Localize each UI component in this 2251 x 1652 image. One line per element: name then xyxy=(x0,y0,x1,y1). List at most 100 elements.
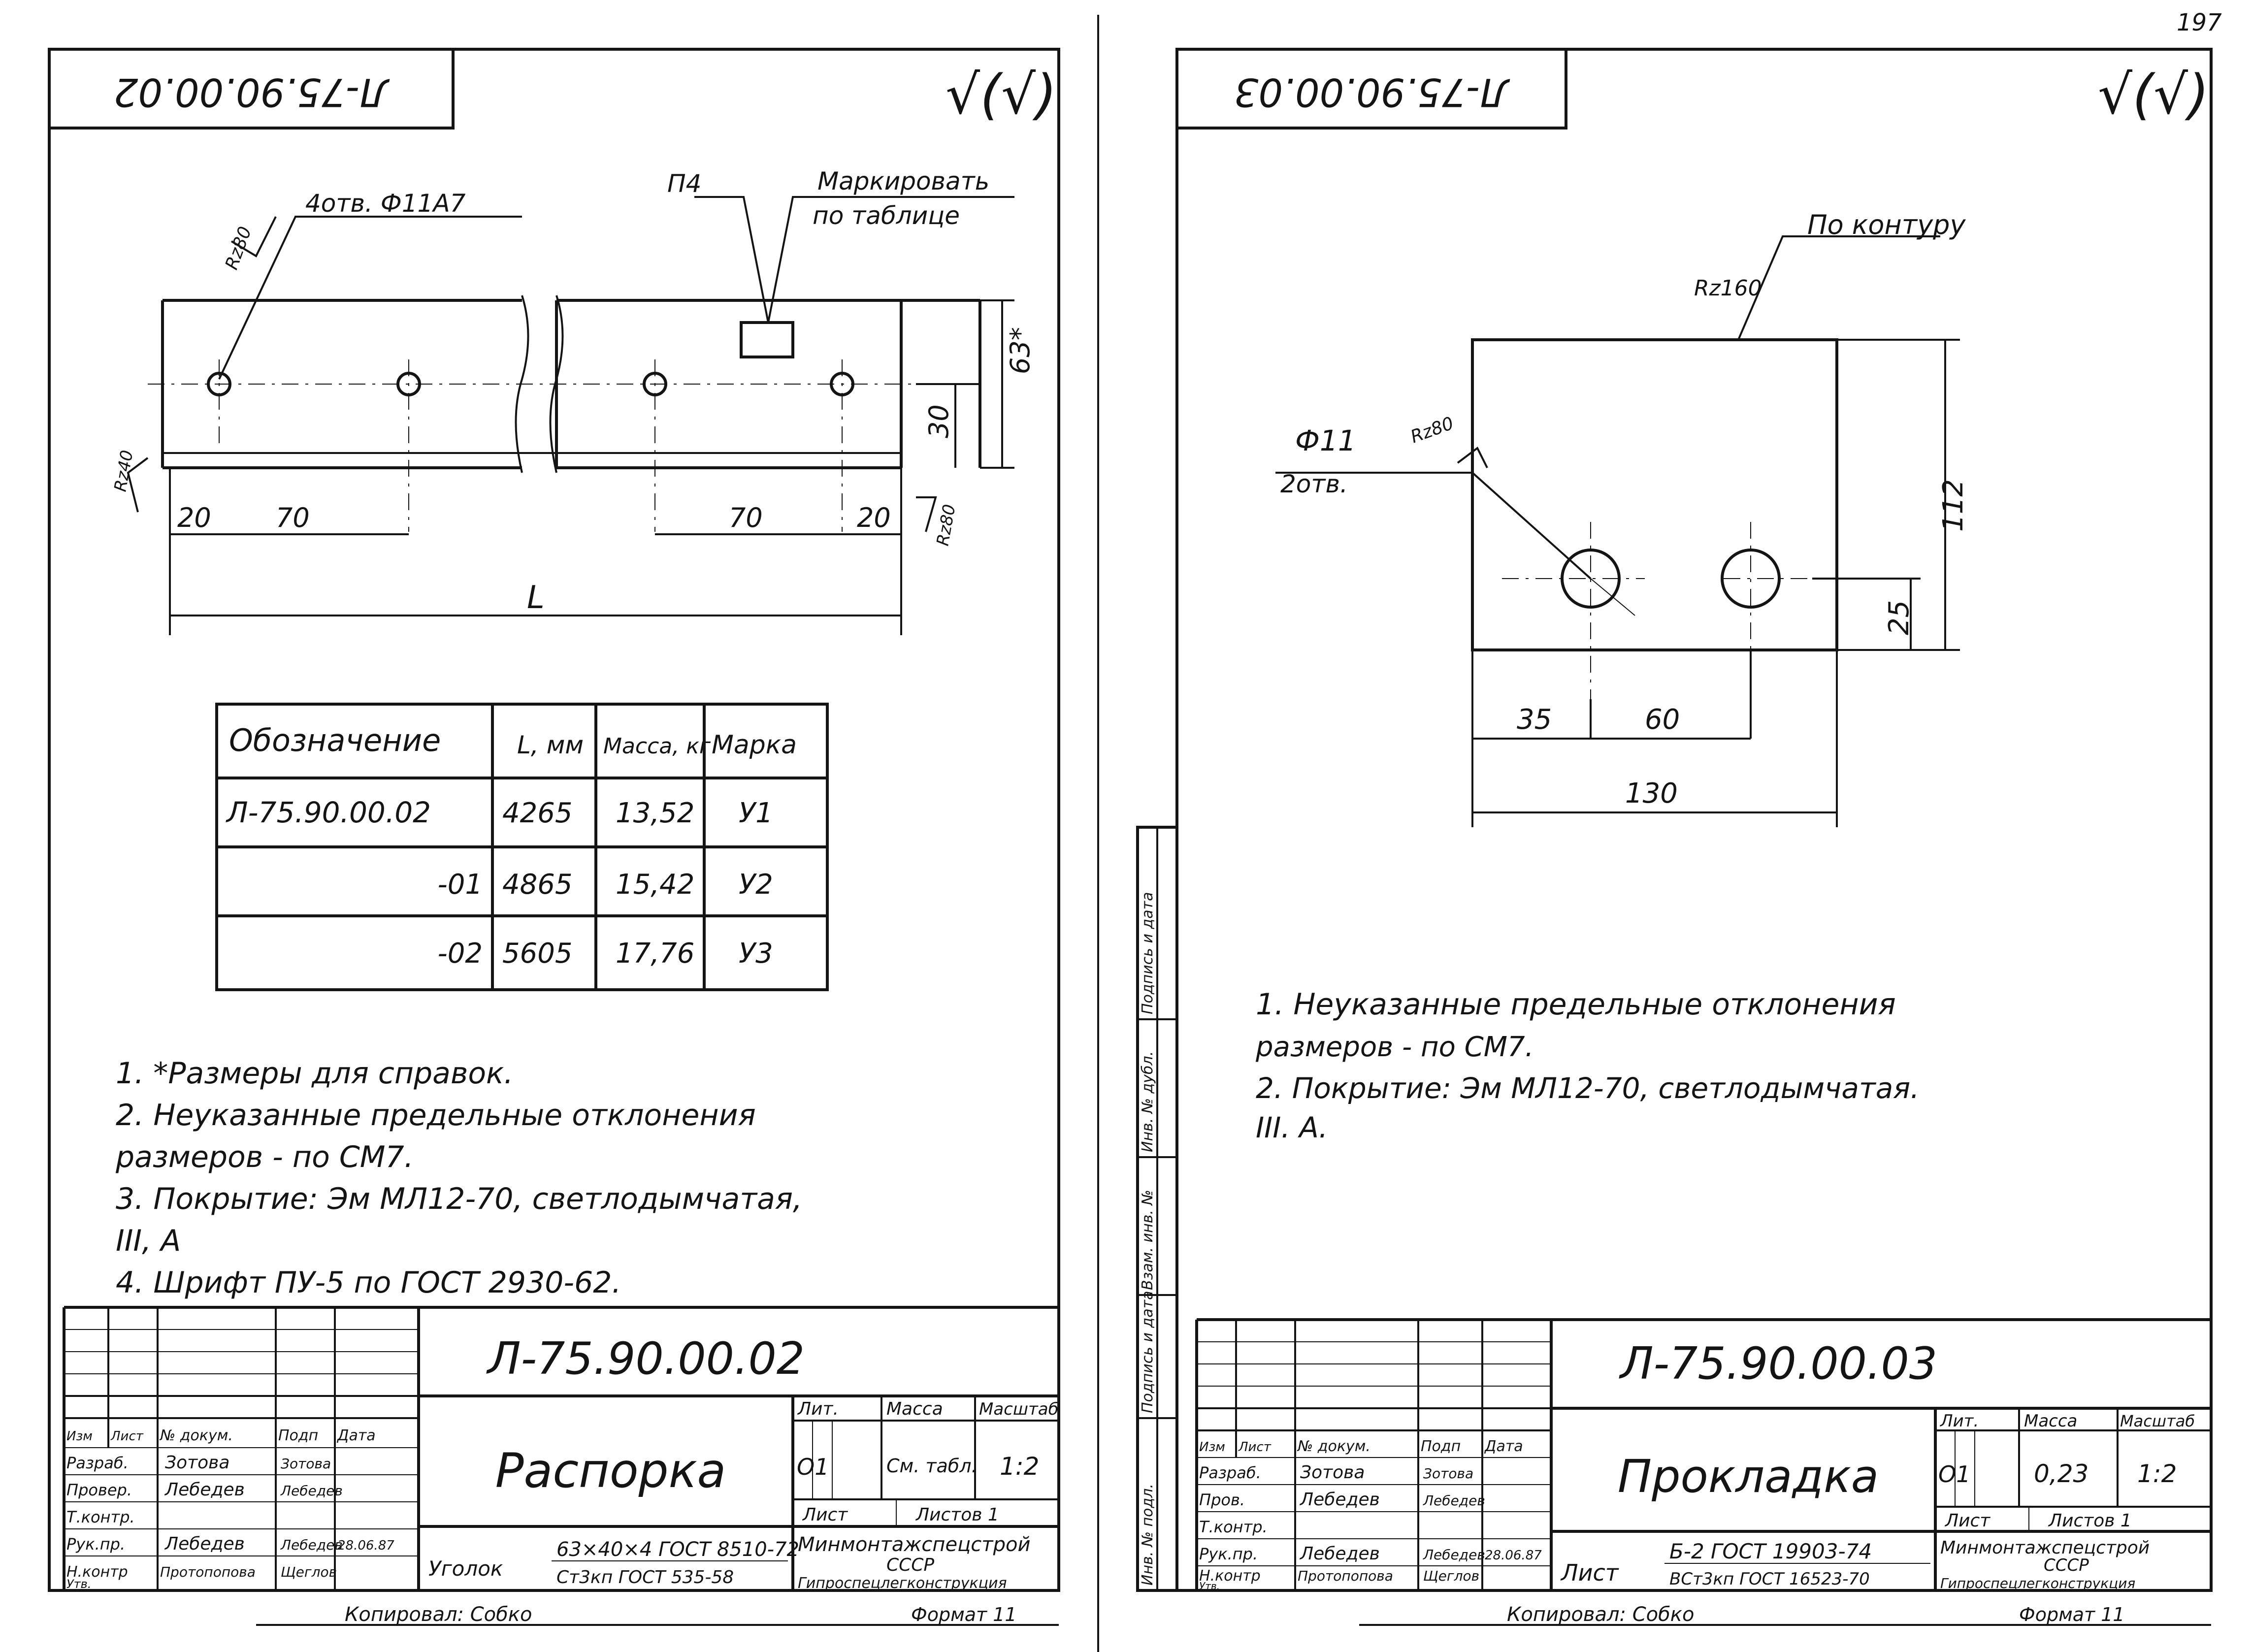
table-row-3-mark: У3 xyxy=(739,938,773,970)
right-tb-h-date: Дата xyxy=(1484,1438,1523,1455)
left-note-2b: размеров - по СМ7. xyxy=(115,1140,414,1174)
right-tb-role-1: Разраб. xyxy=(1199,1463,1261,1482)
left-tb-person-1: Зотова xyxy=(165,1453,229,1473)
right-side-strip xyxy=(1136,826,1178,1592)
right-tb-h-list: Лист xyxy=(1238,1440,1272,1455)
left-tb-scale-label: Масштаб xyxy=(979,1399,1059,1419)
right-tb-h-izm: Изм xyxy=(1199,1440,1225,1455)
right-callout-contour: По контуру xyxy=(1807,209,1966,240)
left-dim-70b: 70 xyxy=(729,502,763,533)
table-header-mass: Масса, кг xyxy=(603,734,711,759)
left-tb-material-bottom: Ст3кп ГОСТ 535-58 xyxy=(556,1567,734,1587)
right-tb-person-1: Зотова xyxy=(1300,1462,1365,1483)
left-frame xyxy=(48,48,1060,1592)
left-dim-rz40: Rz40 xyxy=(110,449,137,493)
right-title-block xyxy=(1195,1318,2211,1590)
left-tb-h-date: Дата xyxy=(336,1427,376,1444)
left-dim-63: 63* xyxy=(1005,327,1036,374)
right-tb-material-bottom: ВСт3кп ГОСТ 16523-70 xyxy=(1669,1569,1870,1589)
right-note-1b: размеров - по СМ7. xyxy=(1255,1031,1533,1063)
left-tb-h-list: Лист xyxy=(110,1429,144,1444)
left-tb-lit-value: О1 xyxy=(797,1454,829,1480)
left-tb-name: Распорка xyxy=(495,1443,726,1498)
right-sheet: Л-75.90.00.03 √(√) Подпись и дата Инв. №… xyxy=(1136,48,2213,1626)
table-row-2-mark: У2 xyxy=(739,869,773,901)
table-row-3-mass: 17,76 xyxy=(616,938,694,970)
right-tb-h-doc: № докум. xyxy=(1297,1438,1370,1455)
side-label-5: Инв. № подл. xyxy=(1139,1484,1156,1586)
left-callout-p4: П4 xyxy=(667,169,701,198)
left-note-3b: III, А xyxy=(116,1224,181,1258)
left-tb-signature-4: Лебедев xyxy=(280,1537,343,1553)
left-tb-code: Л-75.90.00.02 xyxy=(486,1333,805,1385)
left-tb-org-2: СССР xyxy=(886,1555,934,1575)
table-row-2-length: 4865 xyxy=(502,869,573,901)
right-tb-date-4: 28.06.87 xyxy=(1485,1548,1542,1563)
right-note-1: 1. Неуказанные предельные отклонения xyxy=(1256,987,1896,1022)
right-note-2b: III. А. xyxy=(1256,1111,1328,1144)
page-corner-number: 197 xyxy=(2177,9,2222,36)
table-header-designation: Обозначение xyxy=(229,722,441,758)
left-stamp-code: Л-75.90.00.02 xyxy=(114,69,390,114)
table-row-1-designation: Л-75.90.00.02 xyxy=(226,796,431,829)
right-format: Формат 11 xyxy=(2019,1604,2125,1625)
right-callout-hole: Ф11 xyxy=(1295,424,1356,457)
left-tb-scale-value: 1:2 xyxy=(1000,1452,1039,1481)
left-dim-rz80: Rz80 xyxy=(933,503,959,547)
right-tb-scale-label: Масштаб xyxy=(2120,1412,2195,1430)
left-dim-L: L xyxy=(527,580,545,616)
plate-hole-1 xyxy=(1561,549,1621,609)
left-part-drawing xyxy=(148,196,1014,532)
left-tb-role-2: Провер. xyxy=(66,1481,132,1499)
right-tb-lit-label: Лит. xyxy=(1939,1411,1979,1431)
side-label-1: Подпись и дата xyxy=(1139,892,1156,1015)
left-tb-org-1: Минмонтажспецстрой xyxy=(798,1533,1030,1556)
right-callout-r160: Rz160 xyxy=(1694,276,1762,301)
right-tb-sheet-label: Лист xyxy=(1944,1511,1990,1531)
right-tb-material-top: Б-2 ГОСТ 19903-74 xyxy=(1669,1539,1872,1563)
right-tb-role-4: Рук.пр. xyxy=(1199,1545,1258,1563)
left-tb-role-6: Утв. xyxy=(66,1577,91,1591)
left-tb-person-5: Протопопова xyxy=(160,1564,256,1580)
left-tb-role-4: Рук.пр. xyxy=(66,1535,125,1554)
right-tb-org-2: СССР xyxy=(2044,1555,2089,1575)
plate-hole-2 xyxy=(1721,549,1781,609)
right-dim-112: 112 xyxy=(1937,479,1969,532)
left-note-2: 2. Неуказанные предельные отклонения xyxy=(116,1098,756,1133)
right-copied-by: Копировал: Собко xyxy=(1507,1603,1694,1626)
right-stamp-code: Л-75.90.00.03 xyxy=(1234,69,1510,114)
right-notes: 1. Неуказанные предельные отклонения раз… xyxy=(1255,987,1920,1144)
table-row-3-designation: -02 xyxy=(438,938,483,970)
right-tb-role-2: Пров. xyxy=(1199,1490,1245,1509)
right-dim-60: 60 xyxy=(1645,704,1680,736)
right-tb-mass-value: 0,23 xyxy=(2034,1459,2088,1488)
left-tb-person-4: Лебедев xyxy=(164,1534,245,1554)
side-label-2: Инв. № дубл. xyxy=(1139,1051,1156,1152)
left-copied-by: Копировал: Собко xyxy=(345,1603,532,1626)
left-marking-box xyxy=(740,321,794,358)
right-dim-25: 25 xyxy=(1883,600,1915,635)
table-row-3-length: 5605 xyxy=(502,938,573,970)
right-tb-role-5: Н.контр xyxy=(1199,1567,1261,1585)
table-row-1-length: 4265 xyxy=(502,797,573,829)
left-callout-holes: 4отв. Ф11А7 xyxy=(305,189,466,218)
right-tb-person-2: Лебедев xyxy=(1299,1490,1380,1510)
right-callout-rz80: Rz80 xyxy=(1408,413,1456,447)
left-dimensions xyxy=(127,299,1014,635)
table-row-2-mass: 15,42 xyxy=(616,869,694,901)
left-note-3: 3. Покрытие: Эм МЛ12-70, светлодымчатая, xyxy=(116,1182,802,1216)
left-dim-70a: 70 xyxy=(276,502,310,533)
right-tb-h-sign: Подп xyxy=(1421,1438,1461,1455)
left-tb-role-1: Разраб. xyxy=(66,1454,129,1472)
left-tb-mass-value: См. табл. xyxy=(886,1455,978,1477)
right-frame xyxy=(1175,48,2213,1592)
right-roughness: √(√) xyxy=(2098,63,2209,126)
right-tb-mass-label: Масса xyxy=(2024,1411,2077,1431)
left-designation-table xyxy=(215,703,829,991)
left-dim-20b: 20 xyxy=(857,502,891,533)
left-stamp-box xyxy=(48,48,455,130)
right-tb-org-3: Гипроспецлегконструкция xyxy=(1940,1575,2135,1591)
right-tb-lit-value: О1 xyxy=(1938,1461,1970,1488)
left-tb-date-4: 28.06.87 xyxy=(337,1538,394,1553)
